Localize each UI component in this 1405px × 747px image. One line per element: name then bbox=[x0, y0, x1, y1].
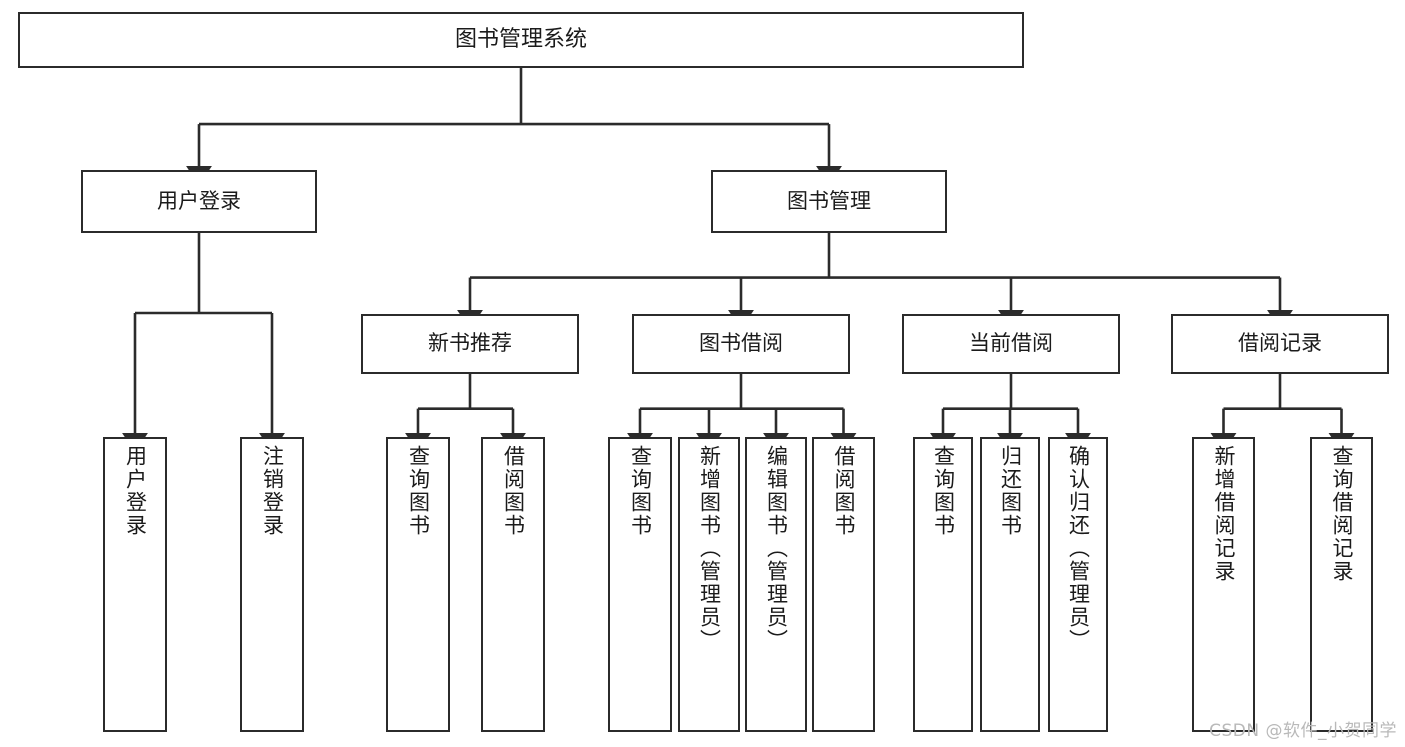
node-book-borrow-label: 图书借阅 bbox=[699, 331, 783, 356]
node-leaf-borrow-book-recommend-label: 借阅图书 bbox=[501, 445, 526, 537]
node-borrow-record[interactable]: 借阅记录 bbox=[1171, 314, 1389, 374]
node-root[interactable]: 图书管理系统 bbox=[18, 12, 1024, 68]
node-leaf-borrow-book-label: 借阅图书 bbox=[832, 445, 856, 537]
node-new-book-recommend[interactable]: 新书推荐 bbox=[361, 314, 579, 374]
node-leaf-return-book-label: 归还图书 bbox=[998, 445, 1023, 537]
node-leaf-query-borrow-record-label: 查询借阅记录 bbox=[1330, 445, 1354, 583]
node-leaf-query-book-current[interactable]: 查询图书 bbox=[913, 437, 973, 732]
node-leaf-query-borrow-record[interactable]: 查询借阅记录 bbox=[1310, 437, 1373, 732]
node-leaf-confirm-return-label: 确认归还（管理员） bbox=[1066, 445, 1091, 652]
node-book-borrow[interactable]: 图书借阅 bbox=[632, 314, 850, 374]
node-leaf-logout-label: 注销登录 bbox=[260, 445, 285, 537]
connector-paths bbox=[122, 68, 1355, 453]
node-current-borrow[interactable]: 当前借阅 bbox=[902, 314, 1120, 374]
node-root-label: 图书管理系统 bbox=[454, 26, 587, 52]
node-leaf-return-book[interactable]: 归还图书 bbox=[980, 437, 1040, 732]
node-leaf-edit-book[interactable]: 编辑图书（管理员） bbox=[745, 437, 807, 732]
node-user-login[interactable]: 用户登录 bbox=[81, 170, 317, 233]
node-leaf-user-login[interactable]: 用户登录 bbox=[103, 437, 167, 732]
node-leaf-borrow-book-recommend[interactable]: 借阅图书 bbox=[481, 437, 545, 732]
node-user-login-label: 用户登录 bbox=[157, 188, 241, 213]
node-leaf-query-book-borrow[interactable]: 查询图书 bbox=[608, 437, 672, 732]
node-leaf-add-borrow-record[interactable]: 新增借阅记录 bbox=[1192, 437, 1255, 732]
node-leaf-query-book-recommend-label: 查询图书 bbox=[406, 445, 431, 537]
node-leaf-query-book-current-label: 查询图书 bbox=[931, 445, 956, 537]
node-borrow-record-label: 借阅记录 bbox=[1238, 331, 1322, 356]
node-leaf-add-book-label: 新增图书（管理员） bbox=[697, 445, 722, 652]
node-current-borrow-label: 当前借阅 bbox=[969, 331, 1053, 356]
node-book-manage-label: 图书管理 bbox=[787, 188, 871, 213]
node-leaf-edit-book-label: 编辑图书（管理员） bbox=[764, 445, 789, 652]
node-leaf-confirm-return[interactable]: 确认归还（管理员） bbox=[1048, 437, 1108, 732]
node-leaf-logout[interactable]: 注销登录 bbox=[240, 437, 304, 732]
node-leaf-query-book-borrow-label: 查询图书 bbox=[628, 445, 653, 537]
node-leaf-add-borrow-record-label: 新增借阅记录 bbox=[1212, 445, 1236, 583]
node-leaf-query-book-recommend[interactable]: 查询图书 bbox=[386, 437, 450, 732]
node-leaf-user-login-label: 用户登录 bbox=[123, 445, 148, 537]
node-new-book-recommend-label: 新书推荐 bbox=[428, 331, 512, 356]
node-book-manage[interactable]: 图书管理 bbox=[711, 170, 947, 233]
node-leaf-borrow-book[interactable]: 借阅图书 bbox=[812, 437, 875, 732]
node-leaf-add-book[interactable]: 新增图书（管理员） bbox=[678, 437, 740, 732]
